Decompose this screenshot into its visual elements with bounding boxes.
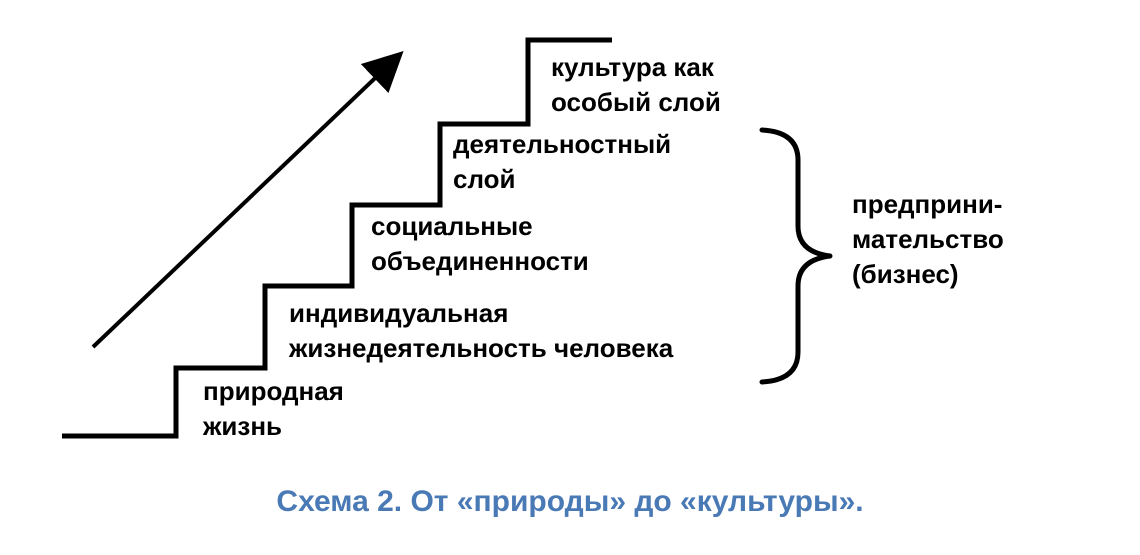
step-label-line: культура как: [551, 52, 714, 82]
step-label-activity-layer: деятельностный слой: [453, 127, 671, 197]
step-label-line: особый слой: [551, 87, 721, 117]
step-label-line: жизнедеятельность человека: [289, 333, 674, 363]
step-label-line: индивидуальная: [289, 298, 509, 328]
step-label-natural-life: природная жизнь: [203, 374, 344, 444]
step-label-line: природная: [203, 376, 344, 406]
step-label-culture-layer: культура как особый слой: [551, 50, 721, 120]
step-label-line: жизнь: [203, 411, 283, 441]
step-label-line: деятельностный: [453, 129, 672, 159]
brace-label-entrepreneurship: предприни- мательство (бизнес): [852, 187, 1004, 292]
curly-brace: [759, 127, 833, 385]
progress-arrow: [91, 50, 404, 349]
staircase-line: [62, 37, 612, 439]
brace-label-line: (бизнес): [852, 259, 959, 289]
brace-label-line: предприни-: [852, 189, 1003, 219]
diagram-caption: Схема 2. От «природы» до «культуры».: [276, 485, 864, 518]
step-label-individual-life: индивидуальная жизнедеятельность человек…: [289, 296, 673, 366]
step-label-line: слой: [453, 164, 516, 194]
brace-label-line: мательство: [852, 224, 1004, 254]
step-label-social-unions: социальные объединенности: [371, 209, 589, 279]
step-label-line: объединенности: [371, 246, 589, 276]
step-label-line: социальные: [371, 211, 533, 241]
